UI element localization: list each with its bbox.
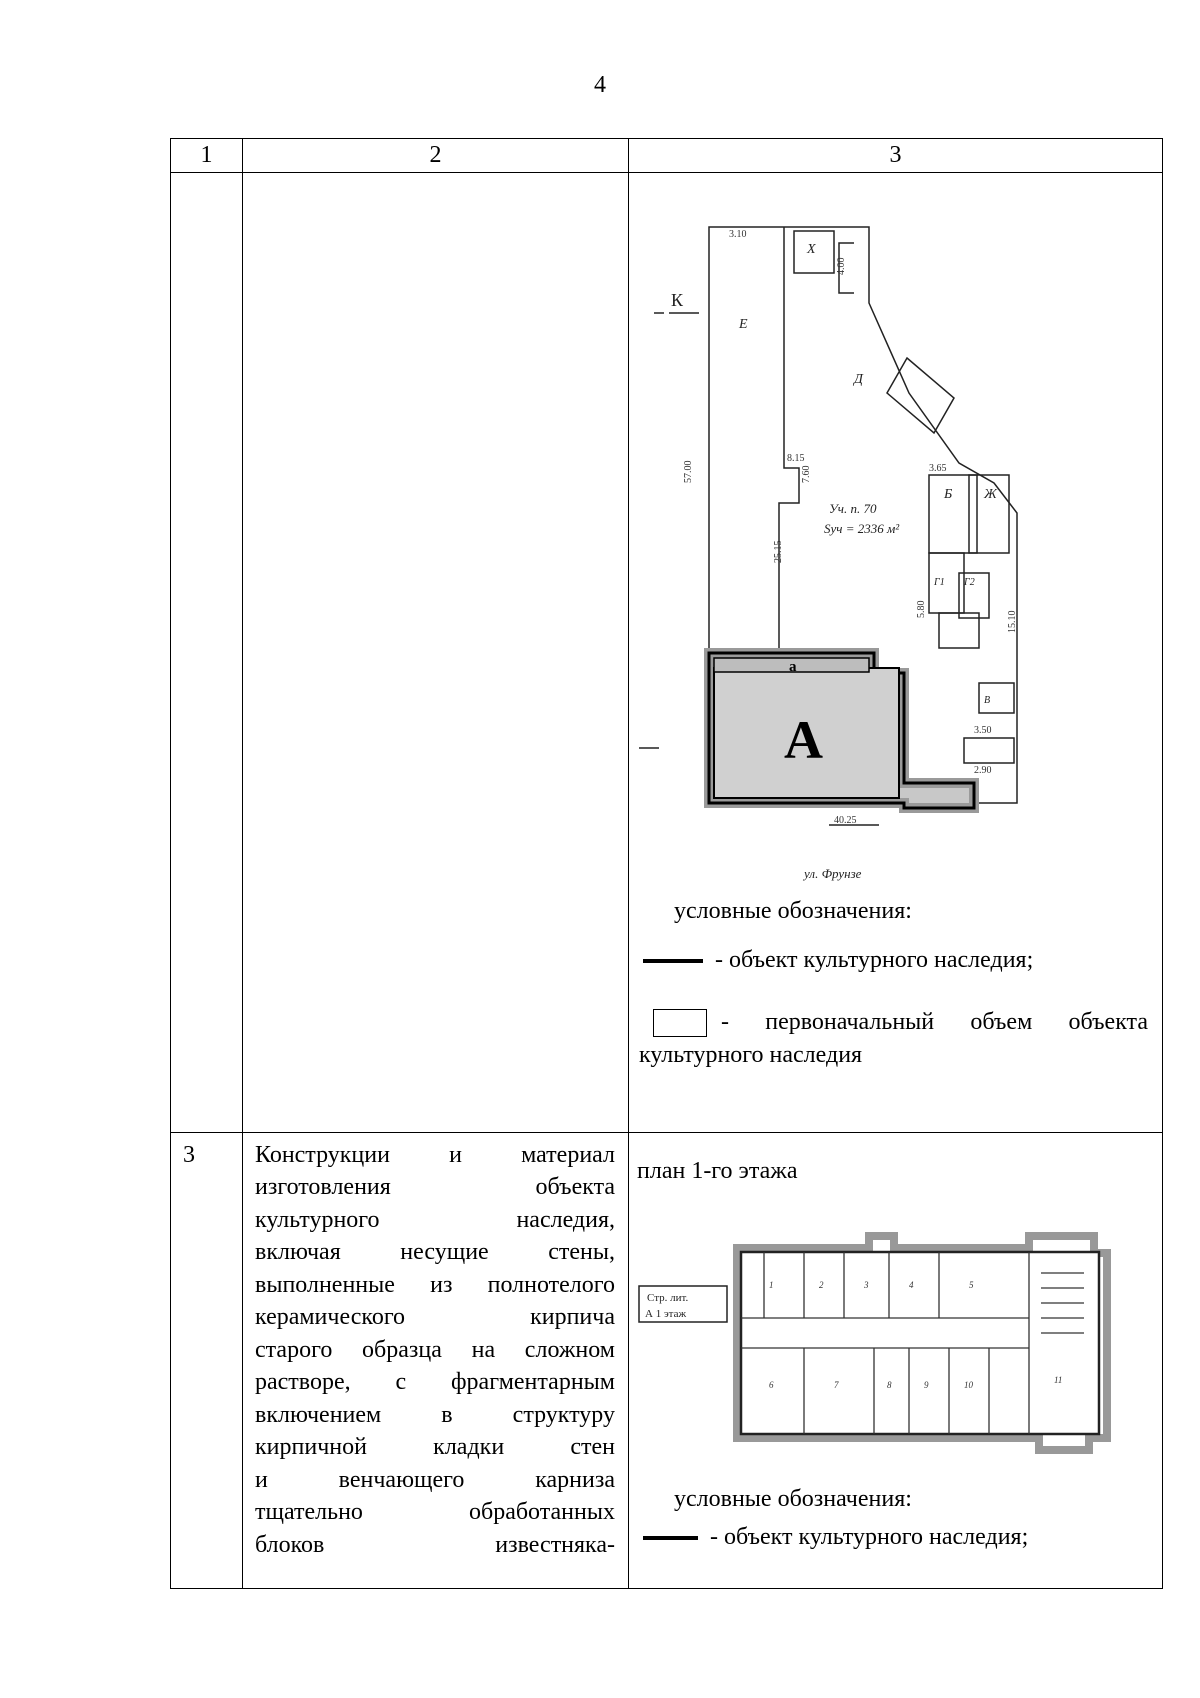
legend-title-2: условные обозначения: (674, 1485, 912, 1512)
dim-label: 2.90 (974, 765, 992, 776)
description-line: тщательно обработанных (255, 1499, 615, 1525)
room-number: 4 (909, 1280, 914, 1290)
street-label: ул. Фрунзе (802, 866, 862, 881)
row2-plan-cell: 3.10 4.00 57.00 25.15 8.15 7.60 3.65 3.5… (628, 171, 1163, 1133)
row2-number-cell (170, 171, 243, 1133)
row3-number: 3 (183, 1141, 195, 1168)
row3-plan-cell: план 1-го этажа (628, 1131, 1163, 1589)
floor-plan-title: план 1-го этажа (637, 1157, 798, 1184)
description-line: выполненные из полнотелого (255, 1271, 615, 1298)
room-number: 11 (1054, 1375, 1062, 1385)
description-line: старого образца на сложном (255, 1336, 615, 1363)
dim-label: 4.00 (836, 257, 847, 275)
legend-original-text: - первоначальный объем объекта (721, 1008, 1148, 1035)
heritage-line-symbol (643, 958, 703, 963)
dim-label: 5.80 (916, 600, 927, 618)
description-line: кирпичной кладки стен (255, 1434, 615, 1460)
room-number: 6 (769, 1380, 774, 1390)
description-line: Конструкции и материал (255, 1141, 615, 1168)
dim-label: 7.60 (801, 465, 812, 483)
dim-label: 3.50 (974, 725, 992, 736)
lot-letter: Х (806, 242, 816, 257)
description-line: культурного наследия, (255, 1206, 615, 1233)
floor-plan-label: Стр. лит. (647, 1292, 688, 1304)
dim-label: 15.10 (1007, 610, 1018, 633)
row3-number-cell: 3 (170, 1131, 243, 1589)
room-number: 9 (924, 1380, 929, 1390)
description-line: блоков известняка- (255, 1531, 615, 1558)
header-col-1: 1 (170, 138, 243, 173)
legend-original-row: - первоначальный объем объекта (653, 1006, 1148, 1039)
table-row-constructions: 3 Конструкции и материал изготовления об… (170, 1131, 1163, 1589)
legend-heritage-row-2: - объект культурного наследия; (643, 1521, 1028, 1554)
legend-title: условные обозначения: (674, 897, 912, 924)
dim-label: 3.65 (929, 463, 947, 474)
table-row-site-plan: 3.10 4.00 57.00 25.15 8.15 7.60 3.65 3.5… (170, 171, 1163, 1133)
heritage-table: 1 2 3 (170, 138, 1163, 1589)
row3-description: Конструкции и материал изготовления объе… (243, 1133, 628, 1562)
dim-label: 8.15 (787, 453, 805, 464)
row3-description-cell: Конструкции и материал изготовления объе… (242, 1131, 629, 1589)
dim-label: 57.00 (683, 460, 694, 483)
description-line: изготовления объекта (255, 1174, 615, 1200)
page-number: 4 (594, 72, 606, 98)
floor-plan-drawing: 1 2 3 4 5 6 7 8 9 10 11 Стр. лит. (638, 1231, 1111, 1454)
table-header-row: 1 2 3 (170, 138, 1163, 173)
description-line: и венчающего карниза (255, 1466, 615, 1493)
dim-label: 3.10 (729, 229, 747, 240)
row2-description-cell (242, 171, 629, 1133)
header-col-3: 3 (628, 138, 1163, 173)
description-line: растворе, с фрагментарным (255, 1369, 615, 1395)
site-plan-drawing: 3.10 4.00 57.00 25.15 8.15 7.60 3.65 3.5… (639, 225, 1018, 881)
header-col-2: 2 (242, 138, 629, 173)
description-line: включая несущие стены, (255, 1239, 615, 1265)
original-volume-symbol (653, 1008, 707, 1037)
room-number: 5 (969, 1280, 974, 1290)
legend-heritage-row: - объект культурного наследия; (643, 944, 1033, 977)
description-line: включением в структуру (255, 1401, 615, 1428)
room-number: 1 (769, 1280, 774, 1290)
lot-letter: Г1 (933, 577, 945, 588)
lot-letter: Д (852, 372, 864, 387)
dim-label: 40.25 (834, 815, 857, 826)
legend-heritage-text: - объект культурного наследия; (715, 946, 1034, 973)
heritage-line-symbol-2 (643, 1535, 698, 1540)
direction-label: К (671, 290, 684, 310)
area-label: Уч. п. 70 (829, 501, 877, 516)
room-number: 10 (964, 1380, 974, 1390)
room-number: 3 (863, 1280, 869, 1290)
room-number: 8 (887, 1380, 892, 1390)
lot-letter: В (984, 695, 990, 706)
legend-original-continued: культурного наследия (639, 1041, 863, 1068)
description-line: керамического кирпича (255, 1304, 615, 1330)
floor-plan-label: А 1 этаж (645, 1308, 686, 1320)
lot-letter: Г2 (963, 577, 975, 588)
lot-letter: Е (738, 317, 748, 332)
area-label: Sуч = 2336 м² (824, 521, 900, 536)
lot-letter: Б (943, 487, 952, 502)
wing-letter: а (789, 659, 797, 675)
legend-heritage-text-2: - объект культурного наследия; (710, 1523, 1029, 1550)
room-number: 2 (819, 1280, 824, 1290)
dim-label: 25.15 (773, 540, 784, 563)
room-number: 7 (834, 1380, 839, 1390)
lot-letter: Ж (983, 487, 998, 502)
building-letter: А (784, 710, 823, 770)
